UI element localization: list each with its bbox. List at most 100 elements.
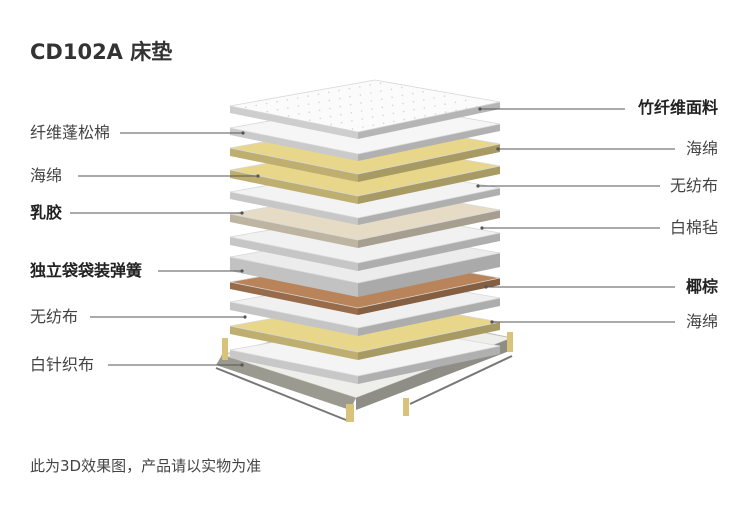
quilt-dot xyxy=(391,97,393,99)
label-white-felt: 白棉毡 xyxy=(670,218,718,238)
label-coir: 椰棕 xyxy=(686,277,718,297)
quilt-dot xyxy=(433,97,435,99)
quilt-dot xyxy=(403,111,405,113)
quilt-dot xyxy=(423,99,425,101)
quilt-dot xyxy=(362,118,364,120)
label-latex: 乳胶 xyxy=(30,203,62,223)
label-pocket-springs: 独立袋袋装弹簧 xyxy=(30,261,142,281)
quilt-dot xyxy=(401,87,403,89)
base-frame-post xyxy=(222,338,228,360)
leader-dot xyxy=(243,315,246,318)
leader-dot xyxy=(476,184,479,187)
quilt-dot xyxy=(445,111,447,113)
label-foam-right-top: 海绵 xyxy=(686,139,718,159)
leader-dot xyxy=(480,226,483,229)
quilt-dot xyxy=(466,108,468,110)
quilt-dot xyxy=(359,86,361,88)
quilt-dot xyxy=(287,107,289,109)
quilt-dot xyxy=(382,106,384,108)
quilt-dot xyxy=(318,102,320,104)
quilt-dot xyxy=(340,114,342,116)
quilt-dot xyxy=(349,88,351,90)
leader-dot xyxy=(240,363,243,366)
quilt-dot xyxy=(444,95,446,97)
quilt-dot xyxy=(414,117,416,119)
quilt-dot xyxy=(383,123,385,125)
quilt-dot xyxy=(372,116,374,118)
quilt-dot xyxy=(351,112,353,114)
quilt-dot xyxy=(245,106,247,108)
quilt-dot xyxy=(371,100,373,102)
base-frame-post xyxy=(403,398,409,416)
quilt-dot xyxy=(382,115,384,117)
quilt-dot xyxy=(360,102,362,104)
quilt-dot xyxy=(393,121,395,123)
quilt-dot xyxy=(380,82,382,84)
base-frame-post xyxy=(507,332,513,352)
quilt-dot xyxy=(329,100,331,102)
quilt-dot xyxy=(402,95,404,97)
quilt-dot xyxy=(277,109,279,111)
leader-dot xyxy=(241,131,244,134)
quilt-dot xyxy=(341,122,343,124)
quilt-dot xyxy=(380,90,382,92)
quilt-dot xyxy=(288,115,290,117)
quilt-dot xyxy=(455,102,457,104)
quilt-dot xyxy=(319,118,321,120)
quilt-dot xyxy=(361,110,363,112)
quilt-dot xyxy=(392,105,394,107)
label-bamboo-fabric: 竹纤维面料 xyxy=(638,98,718,118)
quilt-dot xyxy=(413,101,415,103)
quilt-dot xyxy=(339,98,341,100)
leader-dot xyxy=(478,107,481,110)
quilt-dot xyxy=(412,93,414,95)
quilt-dot xyxy=(276,101,278,103)
quilt-dot xyxy=(372,124,374,126)
label-foam-left: 海绵 xyxy=(30,166,62,186)
leader-dot xyxy=(240,269,243,272)
quilt-dot xyxy=(308,111,310,113)
quilt-dot xyxy=(266,111,268,113)
quilt-dot xyxy=(404,119,406,121)
quilt-dot xyxy=(402,103,404,105)
leader-dot xyxy=(490,320,493,323)
quilt-dot xyxy=(329,108,331,110)
quilt-dot xyxy=(476,106,478,108)
quilt-dot xyxy=(340,106,342,108)
leader-dot xyxy=(240,211,243,214)
leader-dot xyxy=(484,285,487,288)
quilt-dot xyxy=(330,116,332,118)
quilt-dot xyxy=(360,94,362,96)
quilt-dot xyxy=(328,92,330,94)
label-nonwoven-left: 无纺布 xyxy=(30,307,78,327)
quilt-dot xyxy=(297,97,299,99)
quilt-dot xyxy=(266,103,268,105)
quilt-dot xyxy=(413,109,415,111)
label-white-knit: 白针织布 xyxy=(30,355,94,375)
quilt-dot xyxy=(369,84,371,86)
quilt-dot xyxy=(287,99,289,101)
quilt-dot xyxy=(370,92,372,94)
label-fiber-cotton: 纤维蓬松棉 xyxy=(30,123,110,143)
quilt-dot xyxy=(318,93,320,95)
leader-dot xyxy=(256,174,259,177)
quilt-dot xyxy=(338,90,340,92)
quilt-dot xyxy=(255,105,257,107)
quilt-dot xyxy=(381,98,383,100)
leader-dot xyxy=(496,147,499,150)
quilt-dot xyxy=(319,110,321,112)
quilt-dot xyxy=(309,119,311,121)
quilt-dot xyxy=(486,104,488,106)
quilt-dot xyxy=(455,110,457,112)
label-nonwoven-right: 无纺布 xyxy=(670,176,718,196)
quilt-dot xyxy=(393,113,395,115)
quilt-dot xyxy=(298,113,300,115)
quilt-dot xyxy=(308,103,310,105)
quilt-dot xyxy=(435,113,437,115)
quilt-dot xyxy=(371,108,373,110)
quilt-dot xyxy=(444,103,446,105)
quilt-dot xyxy=(349,96,351,98)
quilt-dot xyxy=(424,115,426,117)
quilt-dot xyxy=(434,105,436,107)
